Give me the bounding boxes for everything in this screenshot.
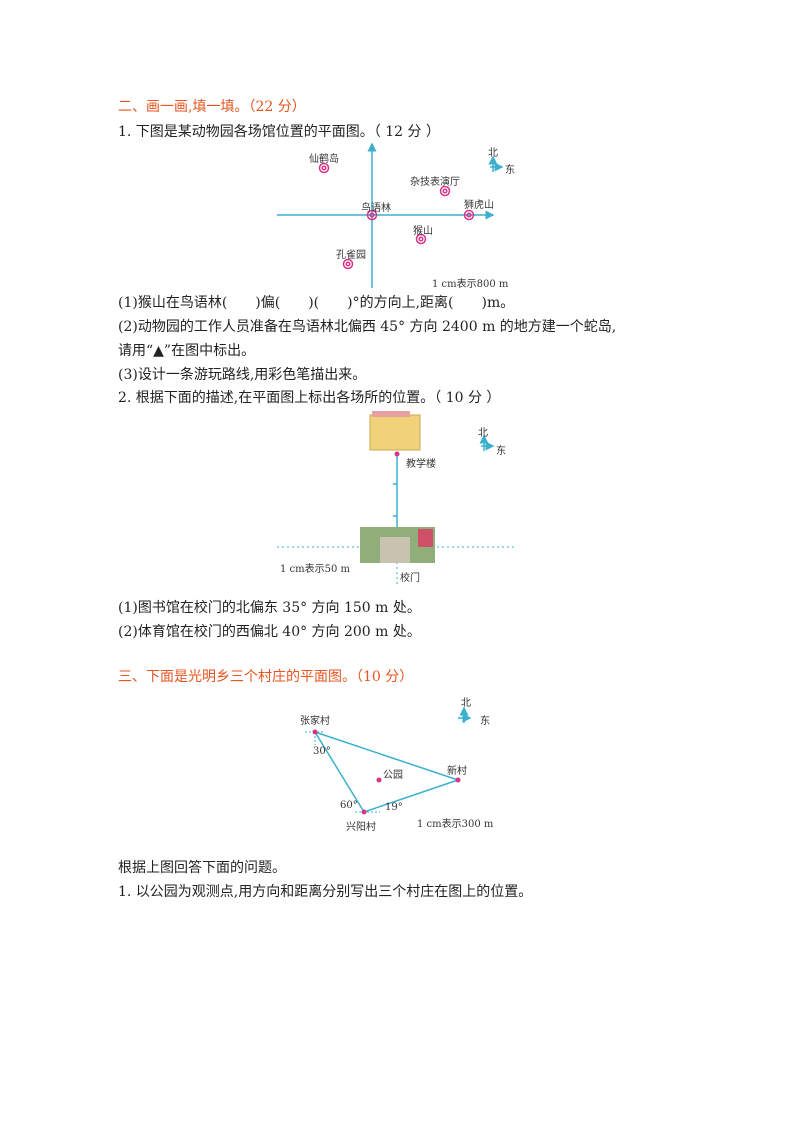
compass-north: 北 xyxy=(461,698,471,709)
label-xingyang: 兴阳村 xyxy=(346,822,376,833)
q1-item-2b: 请用“▲”在图中标出。 xyxy=(118,343,256,359)
q2-item-2: (2)体育馆在校门的西偏北 40° 方向 200 m 处。 xyxy=(118,624,421,640)
scale-label: 1 cm表示50 m xyxy=(280,564,351,575)
compass-east: 东 xyxy=(505,165,515,176)
section3-intro: 根据上图回答下面的问题。 xyxy=(118,860,286,876)
scale-label: 1 cm表示800 m xyxy=(432,279,509,290)
zoo-markers xyxy=(318,162,475,270)
marker-shihu xyxy=(463,209,475,221)
scale-label: 1 cm表示300 m xyxy=(417,819,494,830)
label-zaji: 杂技表演厅 xyxy=(410,177,460,188)
building-picture xyxy=(369,414,421,451)
angle-60: 60° xyxy=(340,800,358,811)
section3-heading: 三、下面是光明乡三个村庄的平面图。（10 分） xyxy=(118,669,414,685)
q1-item-1: (1)猴山在鸟语林( )偏( )( )°的方向上,距离( )m。 xyxy=(118,295,515,311)
marker-xianhe xyxy=(318,162,330,174)
label-xianhe: 仙鹤岛 xyxy=(309,154,339,165)
q1-item-2: (2)动物园的工作人员准备在鸟语林北偏西 45° 方向 2400 m 的地方建一… xyxy=(118,319,617,335)
marker-niaoyu xyxy=(366,209,378,221)
label-niaoyu: 鸟语林 xyxy=(361,203,391,214)
label-xiaomen: 校门 xyxy=(400,573,420,584)
angle-19: 19° xyxy=(385,802,403,813)
label-kongque: 孔雀园 xyxy=(336,250,366,261)
zoo-map xyxy=(277,142,504,288)
village-map xyxy=(305,706,472,815)
angle-30: 30° xyxy=(313,746,331,757)
q1-item-3: (3)设计一条游玩路线,用彩色笔描出来。 xyxy=(118,367,367,383)
q1-title: 1. 下图是某动物园各场馆位置的平面图。（ 12 分 ） xyxy=(118,124,440,140)
section3-q1: 1. 以公园为观测点,用方向和距离分别写出三个村庄在图上的位置。 xyxy=(118,884,533,900)
compass-east: 东 xyxy=(480,716,490,727)
label-gongyuan: 公园 xyxy=(383,770,403,781)
marker-houshan xyxy=(415,233,427,245)
label-shihu: 狮虎山 xyxy=(464,200,494,211)
marker-kongque xyxy=(342,258,354,270)
q2-title: 2. 根据下面的描述,在平面图上标出各场所的位置。（ 10 分 ） xyxy=(118,390,501,406)
label-jiaoxue: 教学楼 xyxy=(406,459,436,470)
school-map xyxy=(277,411,515,585)
label-zhangjia: 张家村 xyxy=(300,716,330,727)
compass-east: 东 xyxy=(496,446,506,457)
q2-item-1: (1)图书馆在校门的北偏东 35° 方向 150 m 处。 xyxy=(118,600,421,616)
compass-north: 北 xyxy=(478,428,488,439)
label-houshan: 猴山 xyxy=(413,226,433,237)
compass-north: 北 xyxy=(488,148,498,159)
section2-heading: 二、画一画,填一填。（22 分） xyxy=(118,99,306,115)
marker-zaji xyxy=(439,185,451,197)
label-xincun: 新村 xyxy=(447,766,467,777)
